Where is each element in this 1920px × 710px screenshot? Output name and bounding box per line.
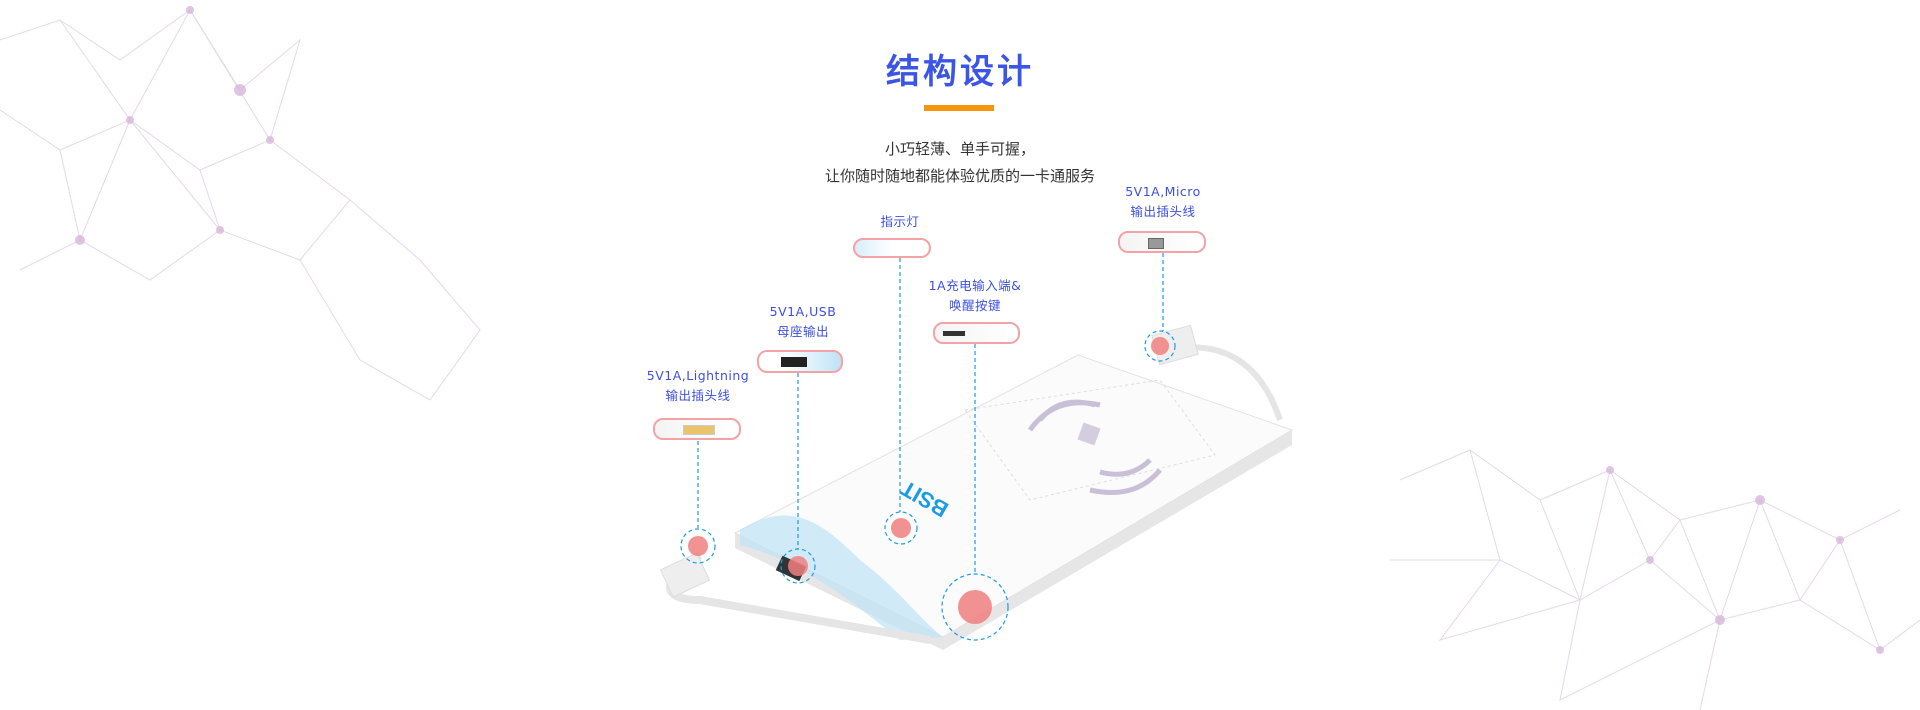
callout-line1: 5V1A,USB <box>769 304 837 319</box>
input-port-thumbnail <box>933 322 1020 344</box>
hotspot-ring-lightning <box>680 528 716 564</box>
callout-line1: 5V1A,Lightning <box>646 368 750 383</box>
usb-port-icon <box>781 357 807 367</box>
hotspot-micro <box>1151 337 1169 355</box>
usb-thumbnail <box>757 350 843 373</box>
micro-usb-port-icon <box>943 331 965 336</box>
callout-line2: 唤醒按键 <box>948 298 1001 313</box>
hotspot-ring-indicator <box>884 511 918 545</box>
hotspot-ring-usb <box>780 548 816 584</box>
hotspot-ring-input <box>941 573 1009 641</box>
hotspot-ring-micro <box>1144 330 1176 362</box>
lightning-connector-icon <box>683 425 715 435</box>
indicator-thumbnail <box>853 238 931 258</box>
power-bank: BSIT <box>659 324 1294 650</box>
lightning-thumbnail <box>653 418 741 440</box>
callout-label-input: 1A充电输入端& 唤醒按键 <box>895 276 1055 316</box>
callout-line1: 5V1A,Micro <box>1125 184 1201 199</box>
micro-connector-icon <box>1148 238 1164 249</box>
callout-line2: 输出插头线 <box>665 388 731 403</box>
micro-thumbnail <box>1118 231 1206 253</box>
hotspot-lightning <box>688 536 708 556</box>
hotspot-input <box>958 590 992 624</box>
hotspot-indicator <box>891 518 911 538</box>
callout-line2: 输出插头线 <box>1130 204 1196 219</box>
callout-label-micro: 5V1A,Micro 输出插头线 <box>1083 182 1243 222</box>
callout-line1: 指示灯 <box>880 214 920 229</box>
title-underline <box>924 105 994 111</box>
subtitle-line-1: 小巧轻薄、单手可握， <box>884 140 1035 158</box>
hotspot-usb <box>788 556 808 576</box>
callout-line1: 1A充电输入端& <box>928 278 1022 293</box>
callout-label-lightning: 5V1A,Lightning 输出插头线 <box>618 366 778 406</box>
subtitle-line-2: 让你随时随地都能体验优质的一卡通服务 <box>824 167 1095 185</box>
callout-line2: 母座输出 <box>776 324 829 339</box>
section-title: 结构设计 <box>886 52 1034 92</box>
callout-label-indicator: 指示灯 <box>820 212 980 232</box>
callout-label-usb: 5V1A,USB 母座输出 <box>723 302 883 342</box>
